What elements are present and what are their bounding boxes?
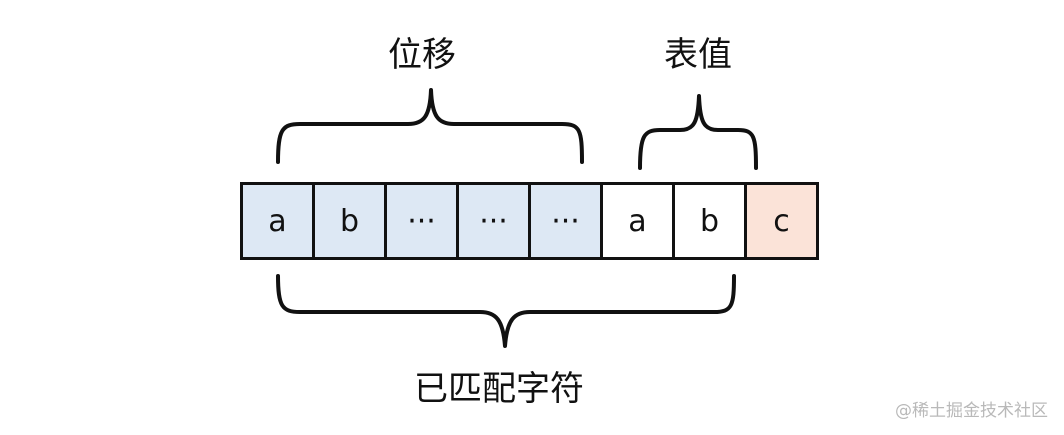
cell-5: ··· [528,182,603,260]
cell-6: a [600,182,675,260]
cell-1: a [240,182,315,260]
cell-3: ··· [384,182,459,260]
character-row: a b ··· ··· ··· a b c [240,182,842,260]
cell-7: b [672,182,747,260]
shift-label: 位移 [388,35,456,75]
matched-characters-label: 已匹配字符 [414,369,584,409]
cell-8: c [744,182,819,260]
shift-brace [276,88,584,164]
table-value-brace [638,94,758,170]
table-value-label: 表值 [664,35,732,75]
watermark: @稀土掘金技术社区 [895,401,1048,421]
cell-4: ··· [456,182,531,260]
cell-2: b [312,182,387,260]
matched-brace [276,274,736,348]
